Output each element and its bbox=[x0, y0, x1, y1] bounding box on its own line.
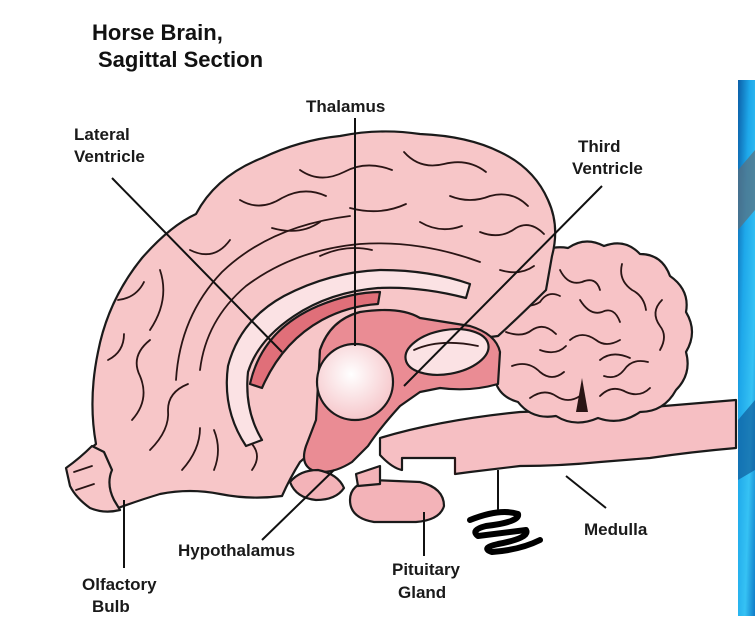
label-lateral-ventricle-line-2: Ventricle bbox=[74, 147, 145, 166]
label-hypothalamus: Hypothalamus bbox=[178, 541, 295, 560]
label-medulla: Medulla bbox=[584, 520, 648, 539]
scribble-mark bbox=[467, 509, 543, 555]
title-line-1: Horse Brain, bbox=[92, 20, 223, 45]
lateral-ventricle-shape bbox=[248, 290, 382, 390]
title-line-2: Sagittal Section bbox=[98, 47, 263, 72]
label-olfactory-line-2: Bulb bbox=[92, 597, 130, 616]
leader-lines bbox=[111, 118, 607, 568]
label-thalamus: Thalamus bbox=[306, 97, 385, 116]
olfactory-bulb-shape bbox=[64, 444, 122, 513]
label-pituitary-line-2: Gland bbox=[398, 583, 446, 602]
brainstem bbox=[378, 398, 738, 476]
label-pituitary-line-1: Pituitary bbox=[392, 560, 461, 579]
label-third-ventricle-line-2: Ventricle bbox=[572, 159, 643, 178]
hypothalamus-shape bbox=[288, 468, 346, 502]
label-third-ventricle-line-1: Third bbox=[578, 137, 621, 156]
thalamus-shape bbox=[315, 342, 395, 422]
label-olfactory-line-1: Olfactory bbox=[82, 575, 157, 594]
label-lateral-ventricle-line-1: Lateral bbox=[74, 125, 130, 144]
blue-side-panel bbox=[738, 80, 755, 616]
